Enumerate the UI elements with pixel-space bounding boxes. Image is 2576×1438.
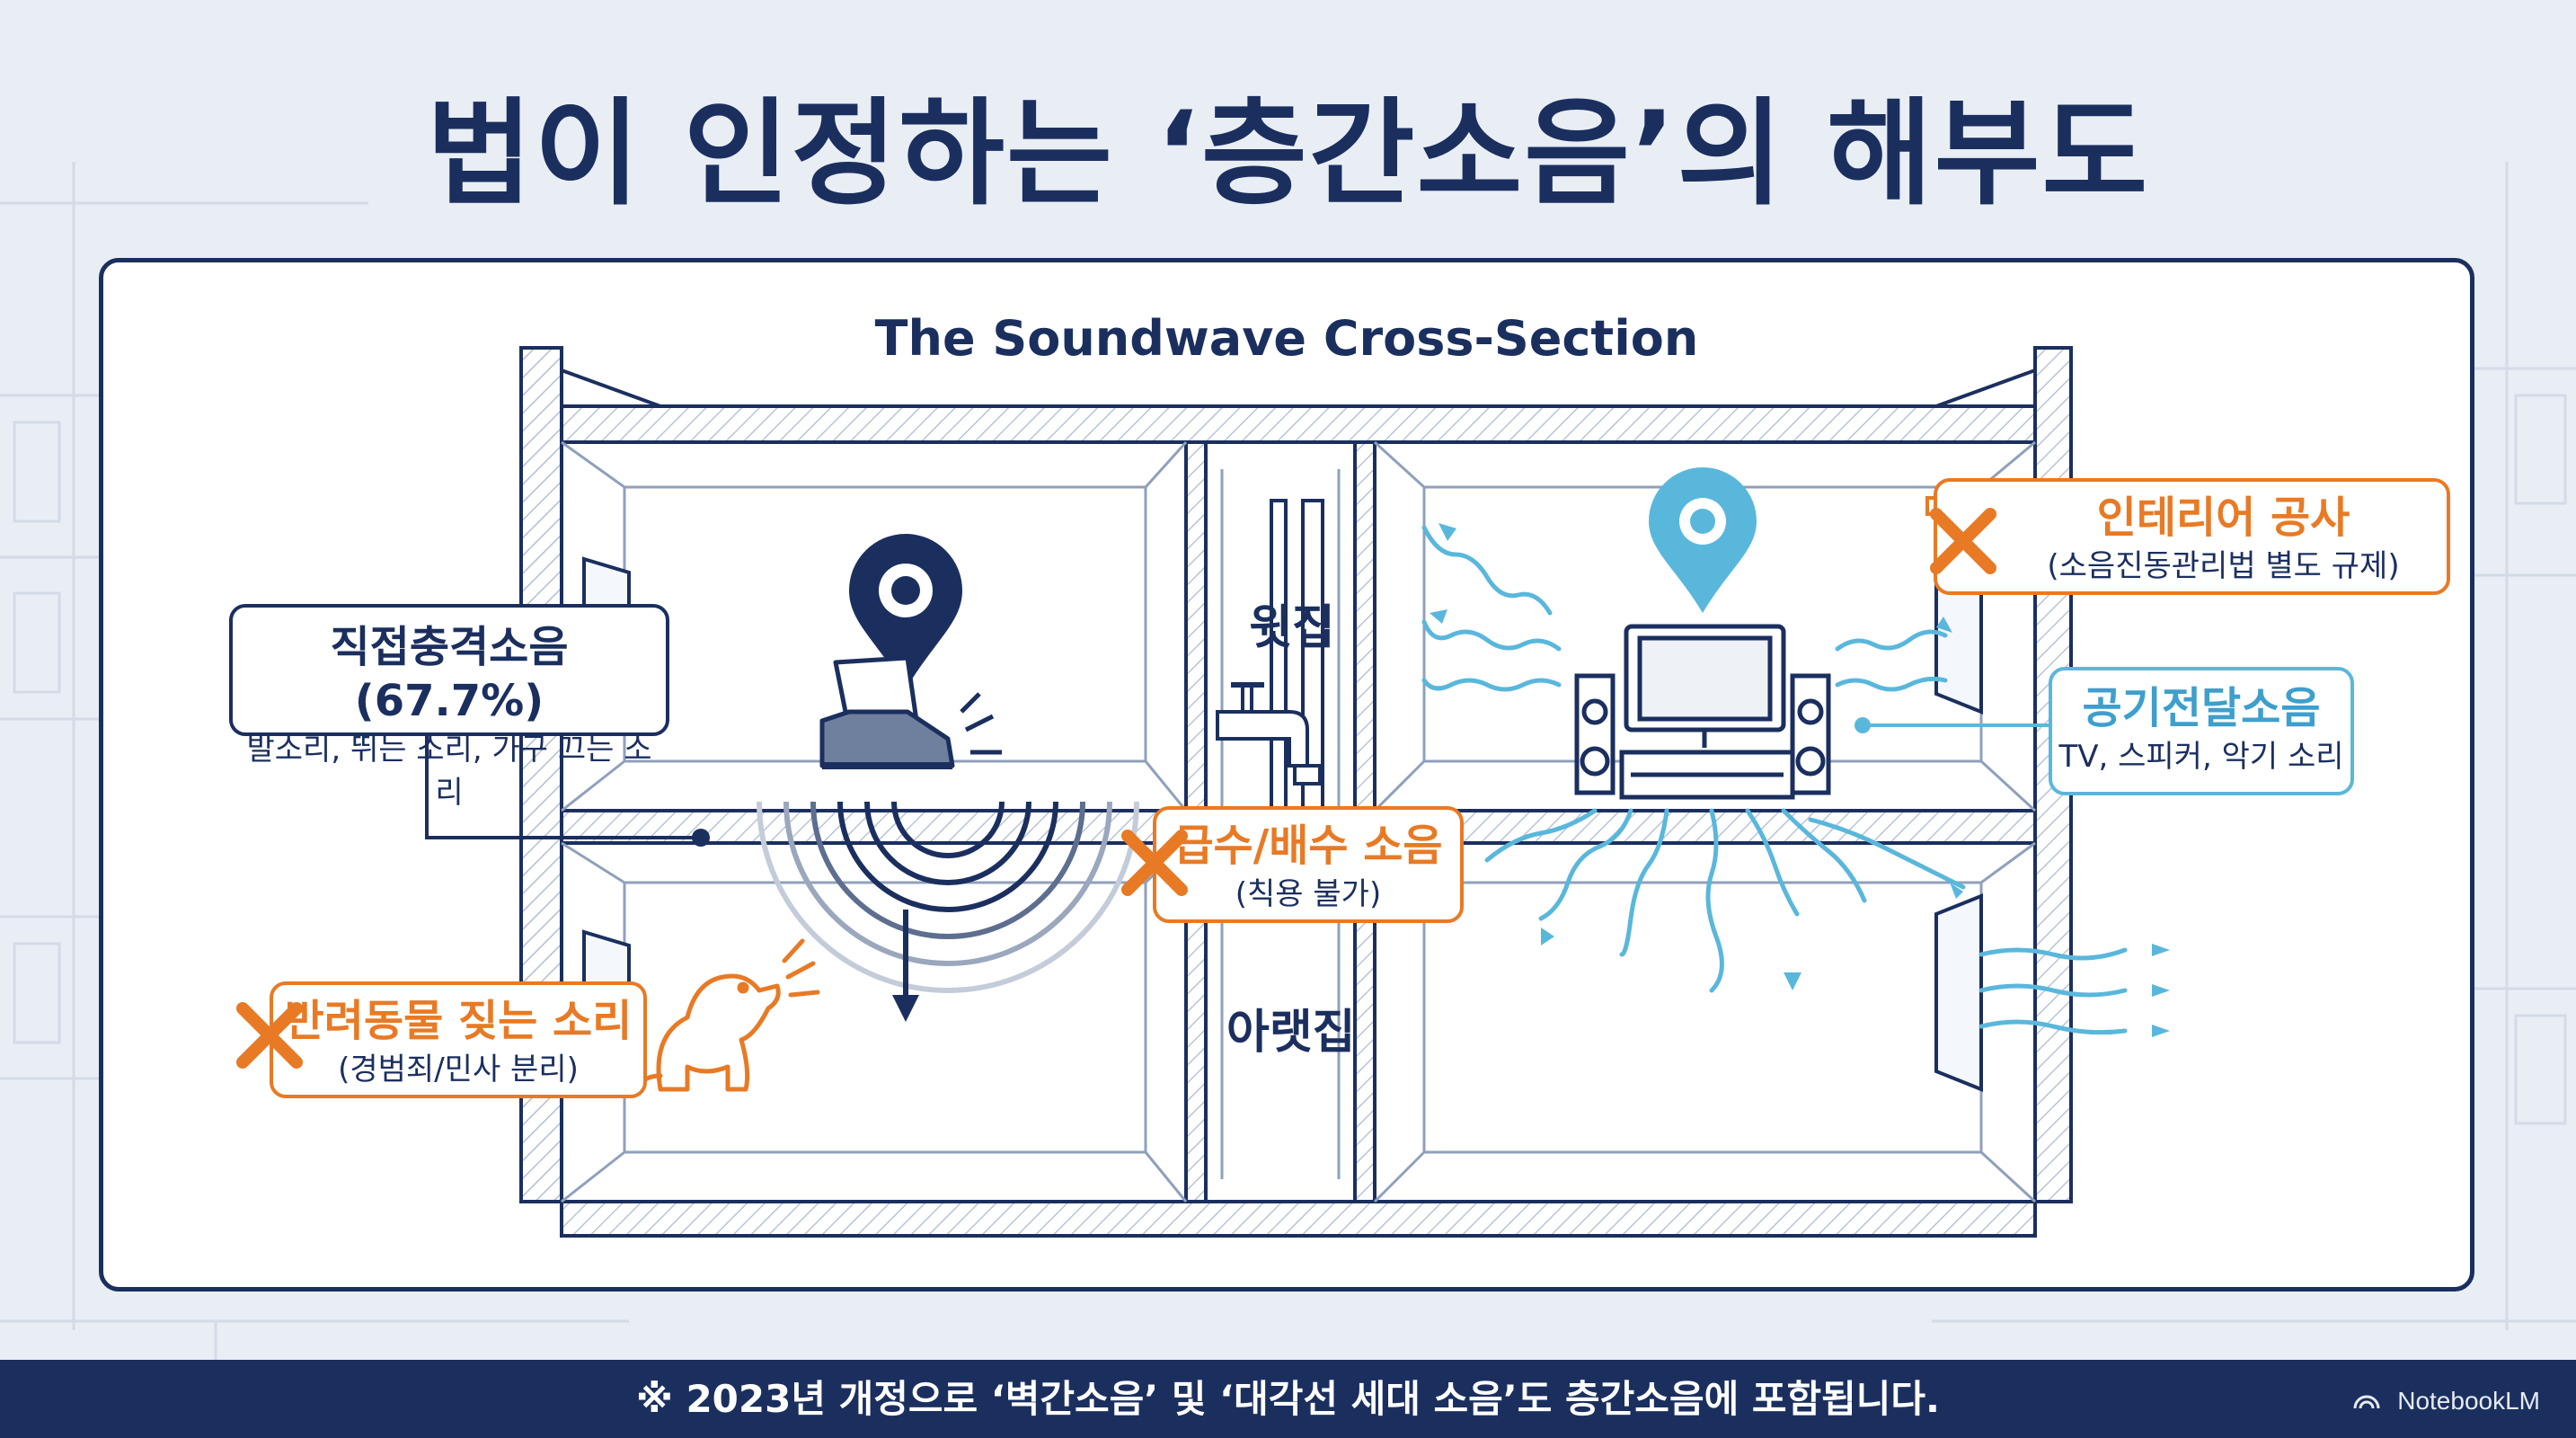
upper-unit-label: 윗집 xyxy=(1249,601,1335,655)
pet-barking-detail: (경범죄/민사 분리) xyxy=(338,1052,579,1087)
direct-impact-title: 직접충격소음 (67.7%) xyxy=(330,622,569,726)
tv-icon xyxy=(1619,624,1795,800)
callout-airborne: 공기전달소음 TV, 스피커, 악기 소리 xyxy=(2049,667,2354,795)
connector-line xyxy=(1855,717,2053,733)
diagram-panel: The Soundwave Cross-Section xyxy=(99,258,2474,1292)
speaker-icon xyxy=(1574,673,1831,795)
footer-bar: ※ 2023년 개정으로 ‘벽간소음’ 및 ‘대각선 세대 소음’도 층간소음에… xyxy=(0,1360,2576,1438)
impact-wave-icon xyxy=(757,801,1139,993)
brand-label: NotebookLM xyxy=(2397,1387,2540,1415)
interior-construction-title: 인테리어 공사 xyxy=(2096,493,2350,543)
notebooklm-logo-icon xyxy=(2353,1395,2380,1409)
callout-direct-impact: 직접충격소음 (67.7%) 발소리, 뛰는 소리, 가구 끄는 소리 xyxy=(229,604,669,811)
building-cross-section xyxy=(425,346,2170,1238)
direct-impact-detail: 발소리, 뛰는 소리, 가구 끄는 소리 xyxy=(246,732,652,811)
pet-barking-title: 반려동물 짖는 소리 xyxy=(284,996,633,1046)
x-mark-icon xyxy=(1121,830,1188,896)
footer-note: ※ 2023년 개정으로 ‘벽간소음’ 및 ‘대각선 세대 소음’도 층간소음에… xyxy=(635,1377,1941,1421)
pin-icon xyxy=(1649,467,1757,613)
x-mark-icon xyxy=(236,1002,303,1069)
faucet-icon xyxy=(1216,499,1324,812)
callout-pet-barking: 반려동물 짖는 소리 (경범죄/민사 분리) xyxy=(270,981,647,1098)
sound-wave-icon xyxy=(1421,525,2128,1035)
down-arrow-icon xyxy=(892,910,919,1022)
plumbing-detail: (칙용 불가) xyxy=(1235,876,1382,912)
shoe-icon xyxy=(819,655,1002,769)
pin-icon xyxy=(849,534,962,689)
airborne-title: 공기전달소음 xyxy=(2082,683,2321,733)
lower-unit-label: 아랫집 xyxy=(1226,1006,1356,1060)
x-mark-icon xyxy=(1930,508,1996,574)
section-title: The Soundwave Cross-Section xyxy=(874,310,1699,367)
dog-icon xyxy=(635,938,820,1092)
interior-construction-detail: (소음진동관리법 별도 규제) xyxy=(2047,548,2400,584)
page-title: 법이 인정하는 ‘층간소음’의 해부도 xyxy=(426,87,2150,221)
callout-plumbing: 급수/배수 소음 (칙용 불가) xyxy=(1153,806,1464,923)
plumbing-title: 급수/배수 소음 xyxy=(1173,821,1443,871)
building-structure xyxy=(519,346,2073,1238)
callout-interior-construction: 인테리어 공사 (소음진동관리법 별도 규제) xyxy=(1934,478,2450,595)
airborne-detail: TV, 스피커, 악기 소리 xyxy=(2058,739,2344,775)
